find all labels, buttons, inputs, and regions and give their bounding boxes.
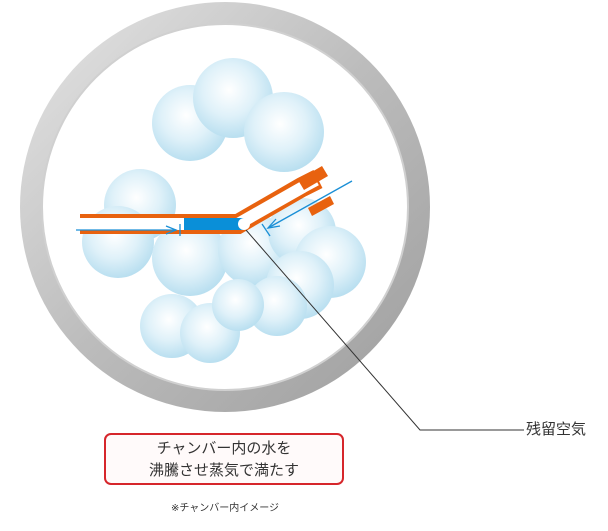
residual-air-label: 残留空気 — [526, 420, 587, 438]
arrow-in-right-icon — [261, 180, 353, 237]
callout-line-2: 沸騰させ蒸気で満たす — [148, 461, 299, 479]
residual-air-leader — [245, 229, 524, 431]
heat-pipe — [80, 166, 334, 234]
image-note: ※チャンバー内イメージ — [170, 503, 280, 514]
callout-box: チャンバー内の水を 沸騰させ蒸気で満たす — [104, 433, 344, 485]
callout-line-1: チャンバー内の水を — [156, 439, 292, 457]
arrow-in-left-icon — [76, 224, 181, 236]
water-slug — [184, 218, 244, 230]
